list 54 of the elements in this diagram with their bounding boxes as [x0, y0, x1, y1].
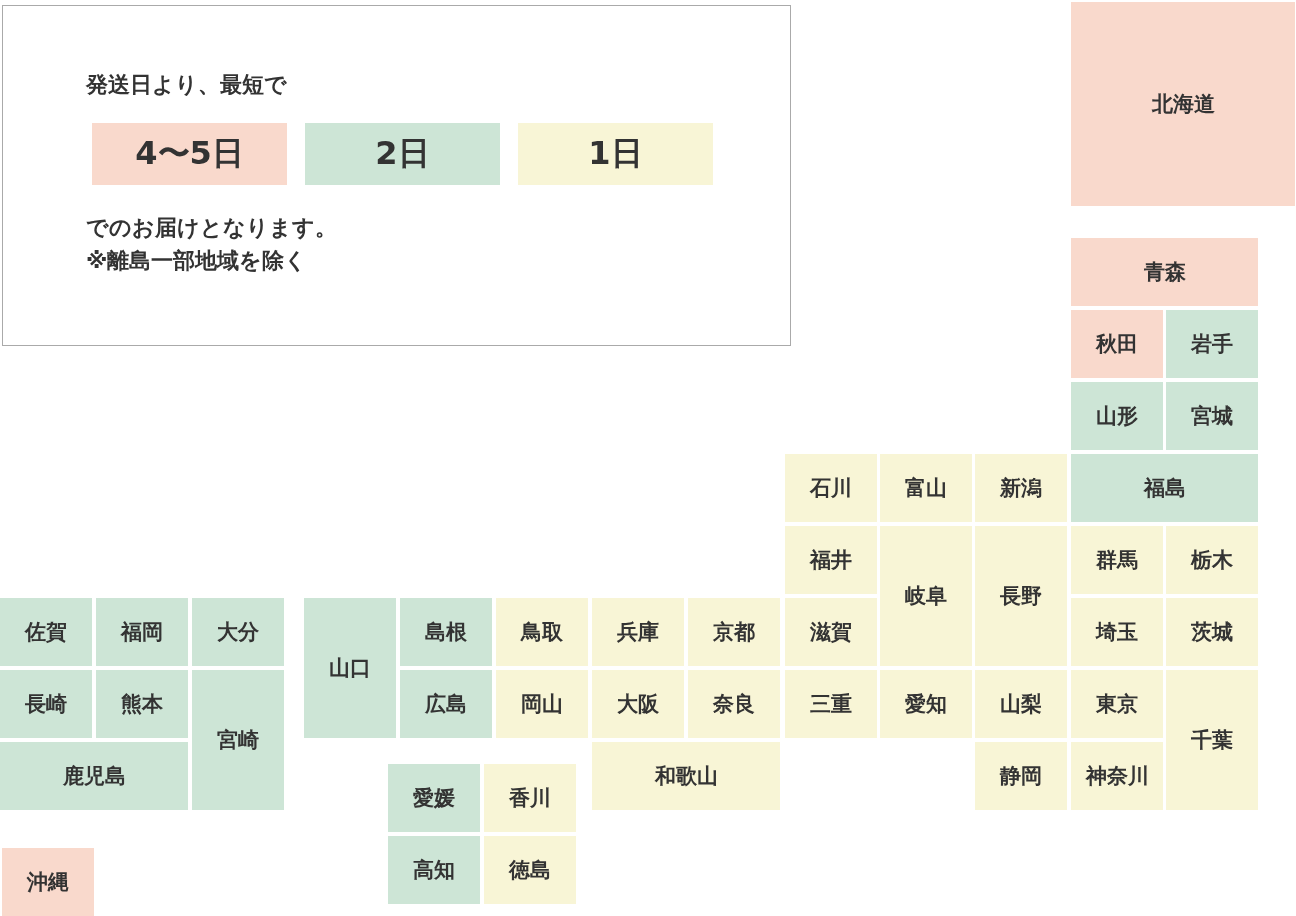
prefecture-tile: 兵庫	[592, 598, 684, 666]
prefecture-tile: 島根	[400, 598, 492, 666]
prefecture-tile: 栃木	[1166, 526, 1258, 594]
prefecture-tile: 岡山	[496, 670, 588, 738]
note-text: ※離島一部地域を除く	[86, 247, 308, 275]
prefecture-tile: 三重	[785, 670, 877, 738]
prefecture-tile: 佐賀	[0, 598, 92, 666]
legend-swatch: 1日	[518, 123, 713, 185]
prefecture-tile: 鳥取	[496, 598, 588, 666]
prefecture-tile: 広島	[400, 670, 492, 738]
prefecture-tile: 秋田	[1071, 310, 1163, 378]
prefecture-tile: 香川	[484, 764, 576, 832]
prefecture-tile: 山梨	[975, 670, 1067, 738]
prefecture-tile: 岩手	[1166, 310, 1258, 378]
prefecture-tile: 滋賀	[785, 598, 877, 666]
prefecture-tile: 石川	[785, 454, 877, 522]
prefecture-tile: 愛知	[880, 670, 972, 738]
prefecture-tile: 北海道	[1071, 2, 1295, 206]
prefecture-tile: 宮崎	[192, 670, 284, 810]
prefecture-tile: 福井	[785, 526, 877, 594]
prefecture-tile: 高知	[388, 836, 480, 904]
prefecture-tile: 新潟	[975, 454, 1067, 522]
prefecture-tile: 山口	[304, 598, 396, 738]
prefecture-tile: 埼玉	[1071, 598, 1163, 666]
prefecture-tile: 岐阜	[880, 526, 972, 666]
prefecture-tile: 群馬	[1071, 526, 1163, 594]
prefecture-tile: 神奈川	[1071, 742, 1163, 810]
prefecture-tile: 長崎	[0, 670, 92, 738]
prefecture-tile: 山形	[1071, 382, 1163, 450]
prefecture-tile: 福岡	[96, 598, 188, 666]
prefecture-tile: 鹿児島	[0, 742, 188, 810]
prefecture-tile: 徳島	[484, 836, 576, 904]
prefecture-tile: 長野	[975, 526, 1067, 666]
prefecture-tile: 茨城	[1166, 598, 1258, 666]
note-text: でのお届けとなります。	[86, 214, 337, 242]
prefecture-tile: 沖縄	[2, 848, 94, 916]
prefecture-tile: 千葉	[1166, 670, 1258, 810]
note-text: 発送日より、最短で	[86, 71, 287, 99]
prefecture-tile: 熊本	[96, 670, 188, 738]
legend-swatch: 4〜5日	[92, 123, 287, 185]
prefecture-tile: 愛媛	[388, 764, 480, 832]
prefecture-tile: 富山	[880, 454, 972, 522]
prefecture-tile: 福島	[1071, 454, 1258, 522]
prefecture-tile: 静岡	[975, 742, 1067, 810]
prefecture-tile: 東京	[1071, 670, 1163, 738]
prefecture-tile: 和歌山	[592, 742, 780, 810]
legend-swatch: 2日	[305, 123, 500, 185]
prefecture-tile: 京都	[688, 598, 780, 666]
info-panel	[2, 5, 791, 346]
prefecture-tile: 青森	[1071, 238, 1258, 306]
prefecture-tile: 大阪	[592, 670, 684, 738]
prefecture-tile: 宮城	[1166, 382, 1258, 450]
prefecture-tile: 大分	[192, 598, 284, 666]
prefecture-tile: 奈良	[688, 670, 780, 738]
